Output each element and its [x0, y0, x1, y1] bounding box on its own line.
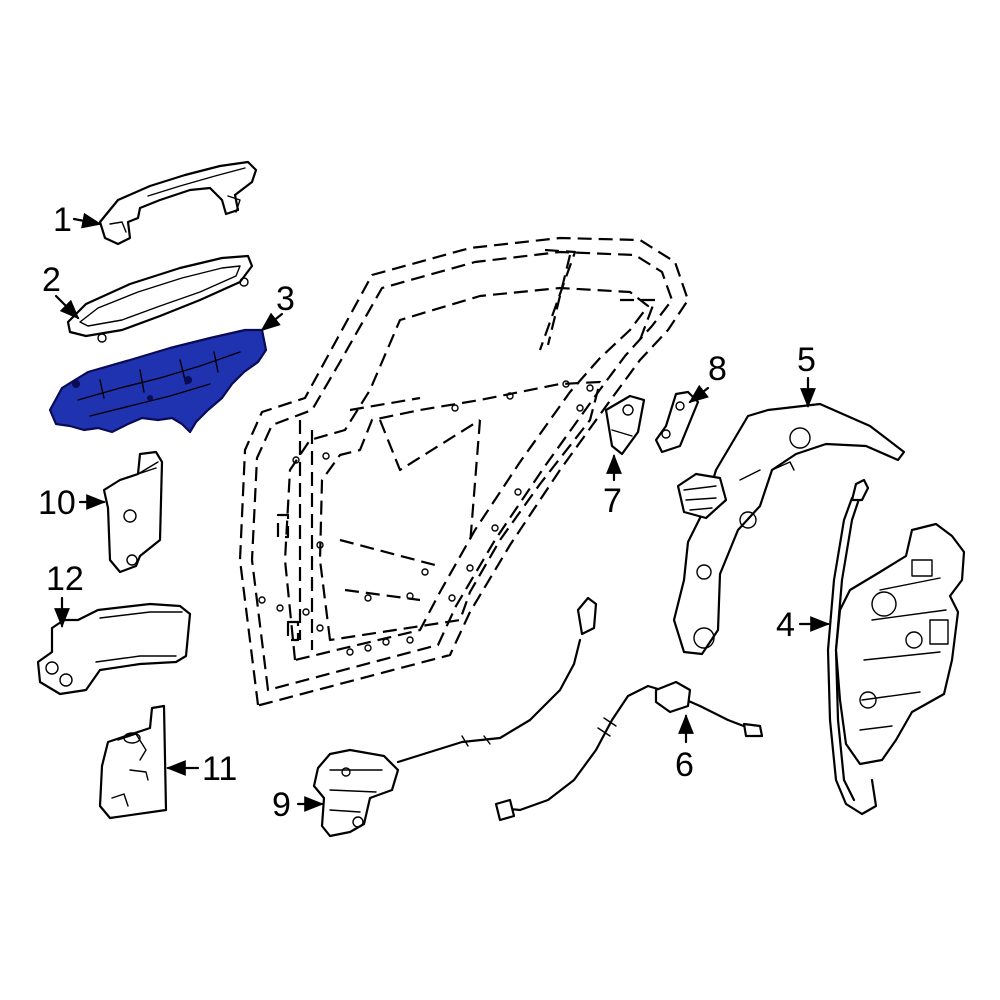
part-2-handle-gasket	[66, 254, 254, 343]
part-3-handle-carrier-highlighted	[48, 328, 268, 434]
part-9-lock-actuator	[312, 596, 598, 838]
callout-6: 6	[675, 746, 694, 784]
callout-labels: 1 2 3 4 5 6 7 8 9 10 11 12	[38, 201, 816, 824]
part-4-door-latch	[826, 478, 966, 816]
callout-3: 3	[276, 280, 295, 318]
part-1-outer-handle	[98, 160, 258, 246]
part-10-bracket	[102, 450, 164, 574]
callout-7: 7	[603, 482, 622, 520]
callout-10: 10	[38, 484, 76, 522]
part-12-handle-bezel	[36, 602, 192, 696]
callout-leaders	[54, 212, 830, 812]
callout-9: 9	[272, 786, 291, 824]
callout-12: 12	[46, 560, 84, 598]
callout-8: 8	[708, 350, 727, 388]
part-8-bracket	[654, 390, 700, 454]
part-11-bracket	[98, 704, 168, 820]
part-7-bracket	[604, 394, 646, 456]
callout-5: 5	[797, 341, 816, 379]
door-frame-outline	[238, 236, 690, 707]
callout-11: 11	[202, 750, 237, 788]
part-6-control-cable	[494, 680, 764, 822]
callout-2: 2	[42, 261, 61, 299]
part-5-door-hinge	[672, 402, 906, 656]
callout-1: 1	[53, 201, 72, 239]
callout-4: 4	[776, 606, 795, 644]
